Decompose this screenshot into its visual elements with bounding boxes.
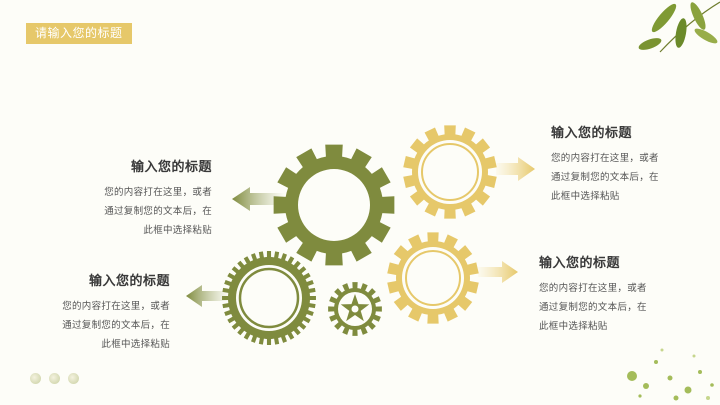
block-body: 您的内容打在这里，或者 通过复制您的文本后，在 此框中选择粘贴 (104, 187, 212, 236)
gear-icon (403, 125, 497, 219)
gear-ring (405, 250, 461, 306)
gear-shape (340, 294, 370, 322)
arrow-left-icon (186, 285, 230, 307)
slide-title-tag: 请输入您的标题 (26, 23, 132, 44)
paint-splatter-icon (627, 348, 714, 401)
gear-shape (387, 232, 479, 324)
block-title: 输入您的标题 (88, 274, 170, 289)
gear-shape (273, 144, 395, 266)
gear-ring (421, 143, 479, 201)
gear-icon (222, 251, 316, 345)
gear-shape (222, 251, 316, 345)
block-body: 您的内容打在这里，或者 通过复制您的文本后，在 此框中选择粘贴 (551, 153, 659, 202)
arrow-right-icon (496, 157, 535, 181)
text-block-left-top: 输入您的标题 您的内容打在这里，或者 通过复制您的文本后，在 此框中选择粘贴 (62, 156, 212, 240)
block-title: 输入您的标题 (130, 160, 212, 175)
arrow-left-icon (232, 187, 285, 211)
gear-shape (403, 125, 497, 219)
text-block-left-bottom: 输入您的标题 您的内容打在这里，或者 通过复制您的文本后，在 此框中选择粘贴 (20, 270, 170, 354)
gear-icon (387, 232, 479, 324)
arrow-right-icon (478, 261, 518, 283)
block-title: 输入您的标题 (539, 256, 621, 271)
block-body: 您的内容打在这里，或者 通过复制您的文本后，在 此框中选择粘贴 (539, 283, 647, 332)
leaf-branch-icon (638, 1, 720, 53)
decor-dots (30, 369, 87, 388)
decor-dot (68, 373, 79, 384)
block-body: 您的内容打在这里，或者 通过复制您的文本后，在 此框中选择粘贴 (62, 301, 170, 350)
text-block-right-bottom: 输入您的标题 您的内容打在这里，或者 通过复制您的文本后，在 此框中选择粘贴 (539, 252, 689, 336)
gear-ring (238, 267, 300, 329)
block-title: 输入您的标题 (551, 126, 633, 141)
text-block-right-top: 输入您的标题 您的内容打在这里，或者 通过复制您的文本后，在 此框中选择粘贴 (551, 122, 701, 206)
gear-icon (328, 282, 382, 336)
decor-dot (30, 373, 41, 384)
decor-dot (49, 373, 60, 384)
gear-shape (328, 282, 382, 336)
gear-icon (273, 144, 395, 266)
